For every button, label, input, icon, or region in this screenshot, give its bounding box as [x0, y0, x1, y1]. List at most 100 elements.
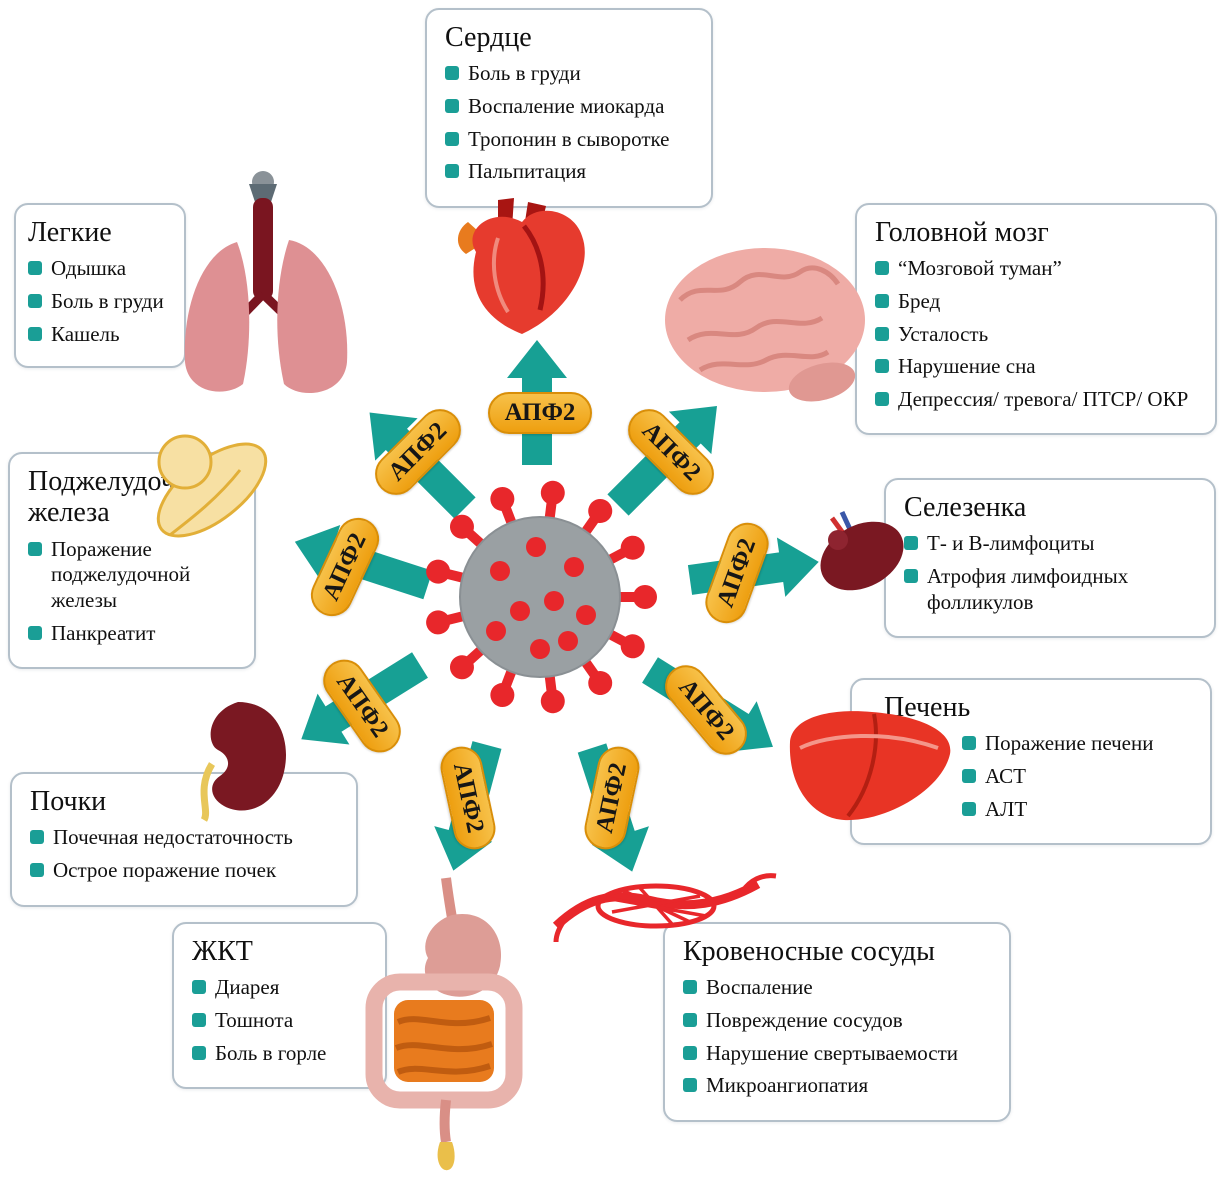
list-item: Боль в груди — [445, 61, 693, 87]
ace2-pill-heart: АПФ2 — [488, 392, 592, 434]
bullet-icon — [683, 1045, 697, 1060]
list-item: Кашель — [28, 322, 172, 348]
bullet-icon — [28, 293, 42, 308]
list-item: Бред — [875, 289, 1197, 315]
bullet-icon — [875, 359, 889, 374]
bullet-icon — [962, 801, 976, 816]
bullet-icon — [28, 541, 42, 556]
bullet-icon — [28, 261, 42, 276]
list-item: Атрофия лимфоидных фолликулов — [904, 564, 1196, 615]
bullet-icon — [875, 326, 889, 341]
bullet-icon — [192, 980, 206, 995]
list-item-label: Тошнота — [215, 1007, 294, 1032]
list-item-label: Диарея — [215, 975, 280, 1000]
gi-illustration — [365, 877, 523, 1171]
heart-panel-title: Сердце — [445, 22, 532, 53]
bullet-icon — [445, 98, 459, 113]
list-item: Воспаление миокарда — [445, 94, 693, 120]
lungs-panel-title: Легкие — [28, 217, 112, 248]
list-item-label: Т- и В-лимфоциты — [927, 531, 1095, 556]
list-item-label: Панкреатит — [51, 620, 156, 645]
ace2-pill-gi: АПФ2 — [436, 742, 500, 854]
list-item: Депрессия/ тревога/ ПТСР/ ОКР — [875, 387, 1197, 413]
ace2-pill-brain: АПФ2 — [619, 400, 723, 504]
list-item-label: Атрофия лимфоидных фолликулов — [927, 563, 1129, 614]
brain-panel-title: Головной мозг — [875, 217, 1049, 248]
list-item: Нарушение свертываемости — [683, 1041, 991, 1067]
list-item-label: Острое поражение почек — [53, 857, 277, 882]
list-item: Диарея — [192, 975, 367, 1001]
ace2-pill-spleen: АПФ2 — [699, 516, 775, 630]
list-item: Почечная недостаточность — [30, 825, 338, 851]
list-item-label: Нарушение свертываемости — [706, 1040, 959, 1065]
list-item: АЛТ — [962, 797, 1192, 823]
list-item: Панкреатит — [28, 621, 236, 647]
list-item: АСТ — [962, 764, 1192, 790]
list-item: Усталость — [875, 322, 1197, 348]
bullet-icon — [445, 66, 459, 81]
bullet-icon — [30, 862, 44, 877]
list-item-label: АСТ — [985, 763, 1026, 788]
bullet-icon — [904, 536, 918, 551]
list-item-label: Воспаление — [706, 975, 813, 1000]
bullet-icon — [904, 568, 918, 583]
list-item-label: Тропонин в сыворотке — [468, 126, 670, 151]
list-item: Поражение поджелудочной железы — [28, 537, 236, 614]
list-item-label: Почечная недостаточность — [53, 825, 293, 850]
ace2-pill-lungs: АПФ2 — [366, 400, 470, 504]
list-item-label: Боль в горле — [215, 1040, 327, 1065]
liver-panel-title: Печень — [884, 692, 971, 723]
ace2-pill-liver: АПФ2 — [656, 656, 756, 764]
list-item-label: Бред — [898, 288, 941, 313]
list-item: Т- и В-лимфоциты — [904, 531, 1196, 557]
brain-illustration — [665, 248, 865, 402]
list-item-label: “Мозговой туман” — [898, 256, 1062, 281]
bullet-icon — [875, 391, 889, 406]
heart-illustration — [457, 198, 585, 334]
list-item-label: Пальпитация — [468, 159, 587, 184]
gi-panel-title: ЖКТ — [192, 936, 253, 967]
list-item: Тошнота — [192, 1008, 367, 1034]
list-item-label: Нарушение сна — [898, 354, 1036, 379]
bullet-icon — [875, 261, 889, 276]
list-item: Пальпитация — [445, 159, 693, 185]
bullet-icon — [445, 164, 459, 179]
list-item-label: Воспаление миокарда — [468, 93, 665, 118]
bullet-icon — [28, 326, 42, 341]
bullet-icon — [192, 1012, 206, 1027]
ace2-pill-vessels: АПФ2 — [580, 742, 644, 854]
bullet-icon — [683, 980, 697, 995]
list-item-label: АЛТ — [985, 796, 1028, 821]
pancreas-panel: Поджелудочная железа Поражение поджелудо… — [8, 452, 256, 670]
list-item: Тропонин в сыворотке — [445, 127, 693, 153]
list-item: Боль в груди — [28, 289, 172, 315]
spleen-panel-title: Селезенка — [904, 492, 1027, 523]
list-item-label: Поражение поджелудочной железы — [51, 536, 191, 612]
bullet-icon — [192, 1045, 206, 1060]
bullet-icon — [962, 736, 976, 751]
list-item-label: Усталость — [898, 321, 989, 346]
list-item-label: Боль в груди — [51, 288, 164, 313]
list-item-label: Поражение печени — [985, 731, 1154, 756]
bullet-icon — [875, 293, 889, 308]
ace2-pill-pancreas: АПФ2 — [303, 510, 387, 624]
list-item: Воспаление — [683, 975, 991, 1001]
bullet-icon — [962, 768, 976, 783]
bullet-icon — [683, 1012, 697, 1027]
list-item-label: Боль в груди — [468, 61, 581, 86]
list-item-label: Микроангиопатия — [706, 1073, 869, 1098]
ace2-pill-kidneys: АПФ2 — [314, 651, 410, 761]
